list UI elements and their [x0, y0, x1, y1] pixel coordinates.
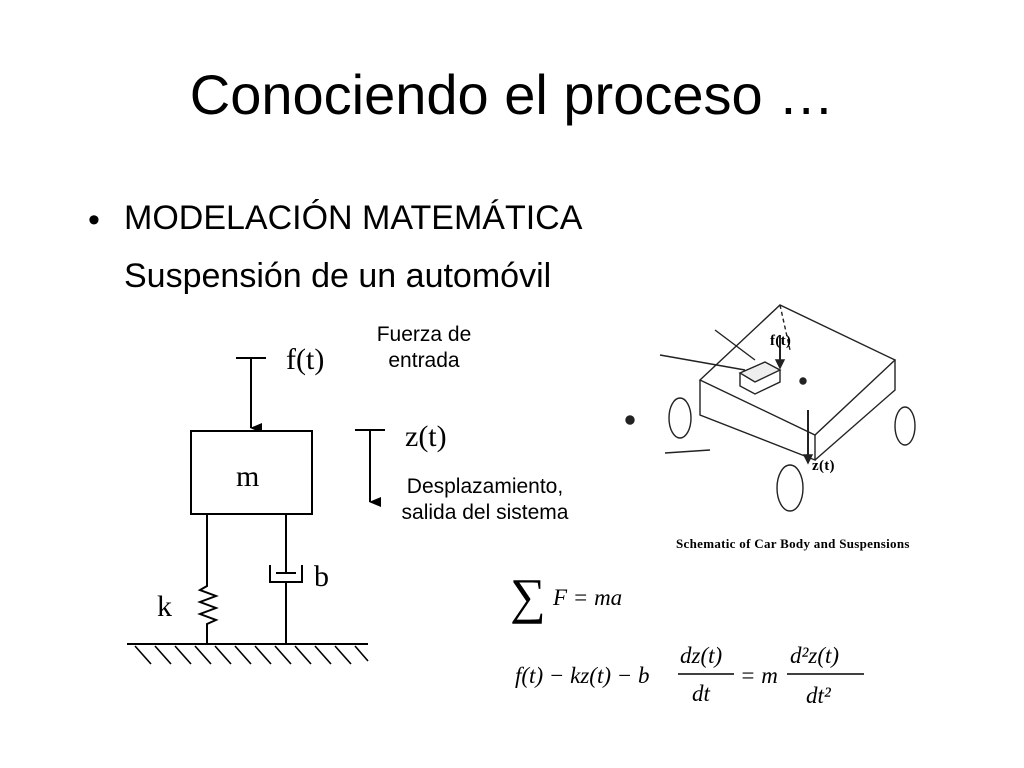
input-note-line2: entrada — [388, 349, 460, 372]
bullet-heading: MODELACIÓN MATEMÁTICA — [124, 199, 583, 237]
input-note-line1: Fuerza de — [376, 323, 472, 346]
output-note-line1: Desplazamiento, — [406, 475, 564, 498]
bullet-marker: • — [88, 201, 100, 239]
input-note: Fuerza de entrada — [354, 322, 494, 374]
car-displacement-label: z(t) — [812, 458, 835, 474]
equation-lhs: f(t) − kz(t) − b — [515, 663, 650, 688]
d2z-denominator: dt² — [806, 683, 831, 708]
newton-law: F = ma — [553, 585, 623, 610]
force-label: f(t) — [286, 343, 325, 376]
car-caption: Schematic of Car Body and Suspensions — [676, 536, 910, 551]
car-schematic — [625, 304, 916, 512]
d2z-numerator: d²z(t) — [790, 643, 840, 668]
sum-symbol: ∑ — [510, 568, 546, 624]
car-force-label: f(t) — [770, 333, 792, 349]
mass-block — [190, 430, 313, 515]
dz-numerator: dz(t) — [680, 643, 723, 668]
spring-label: k — [157, 590, 172, 623]
equals-m: = m — [740, 663, 778, 688]
displacement-label: z(t) — [405, 420, 447, 453]
bullet-subheading: Suspensión de un automóvil — [124, 257, 552, 295]
damper-label: b — [314, 560, 329, 593]
mass-label: m — [236, 460, 260, 493]
output-note-line2: salida del sistema — [401, 501, 569, 524]
slide-title: Conociendo el proceso … — [189, 63, 835, 126]
spring — [197, 514, 219, 644]
ground-hatch — [134, 645, 369, 665]
dz-denominator: dt — [692, 681, 710, 706]
output-note: Desplazamiento, salida del sistema — [370, 474, 600, 526]
